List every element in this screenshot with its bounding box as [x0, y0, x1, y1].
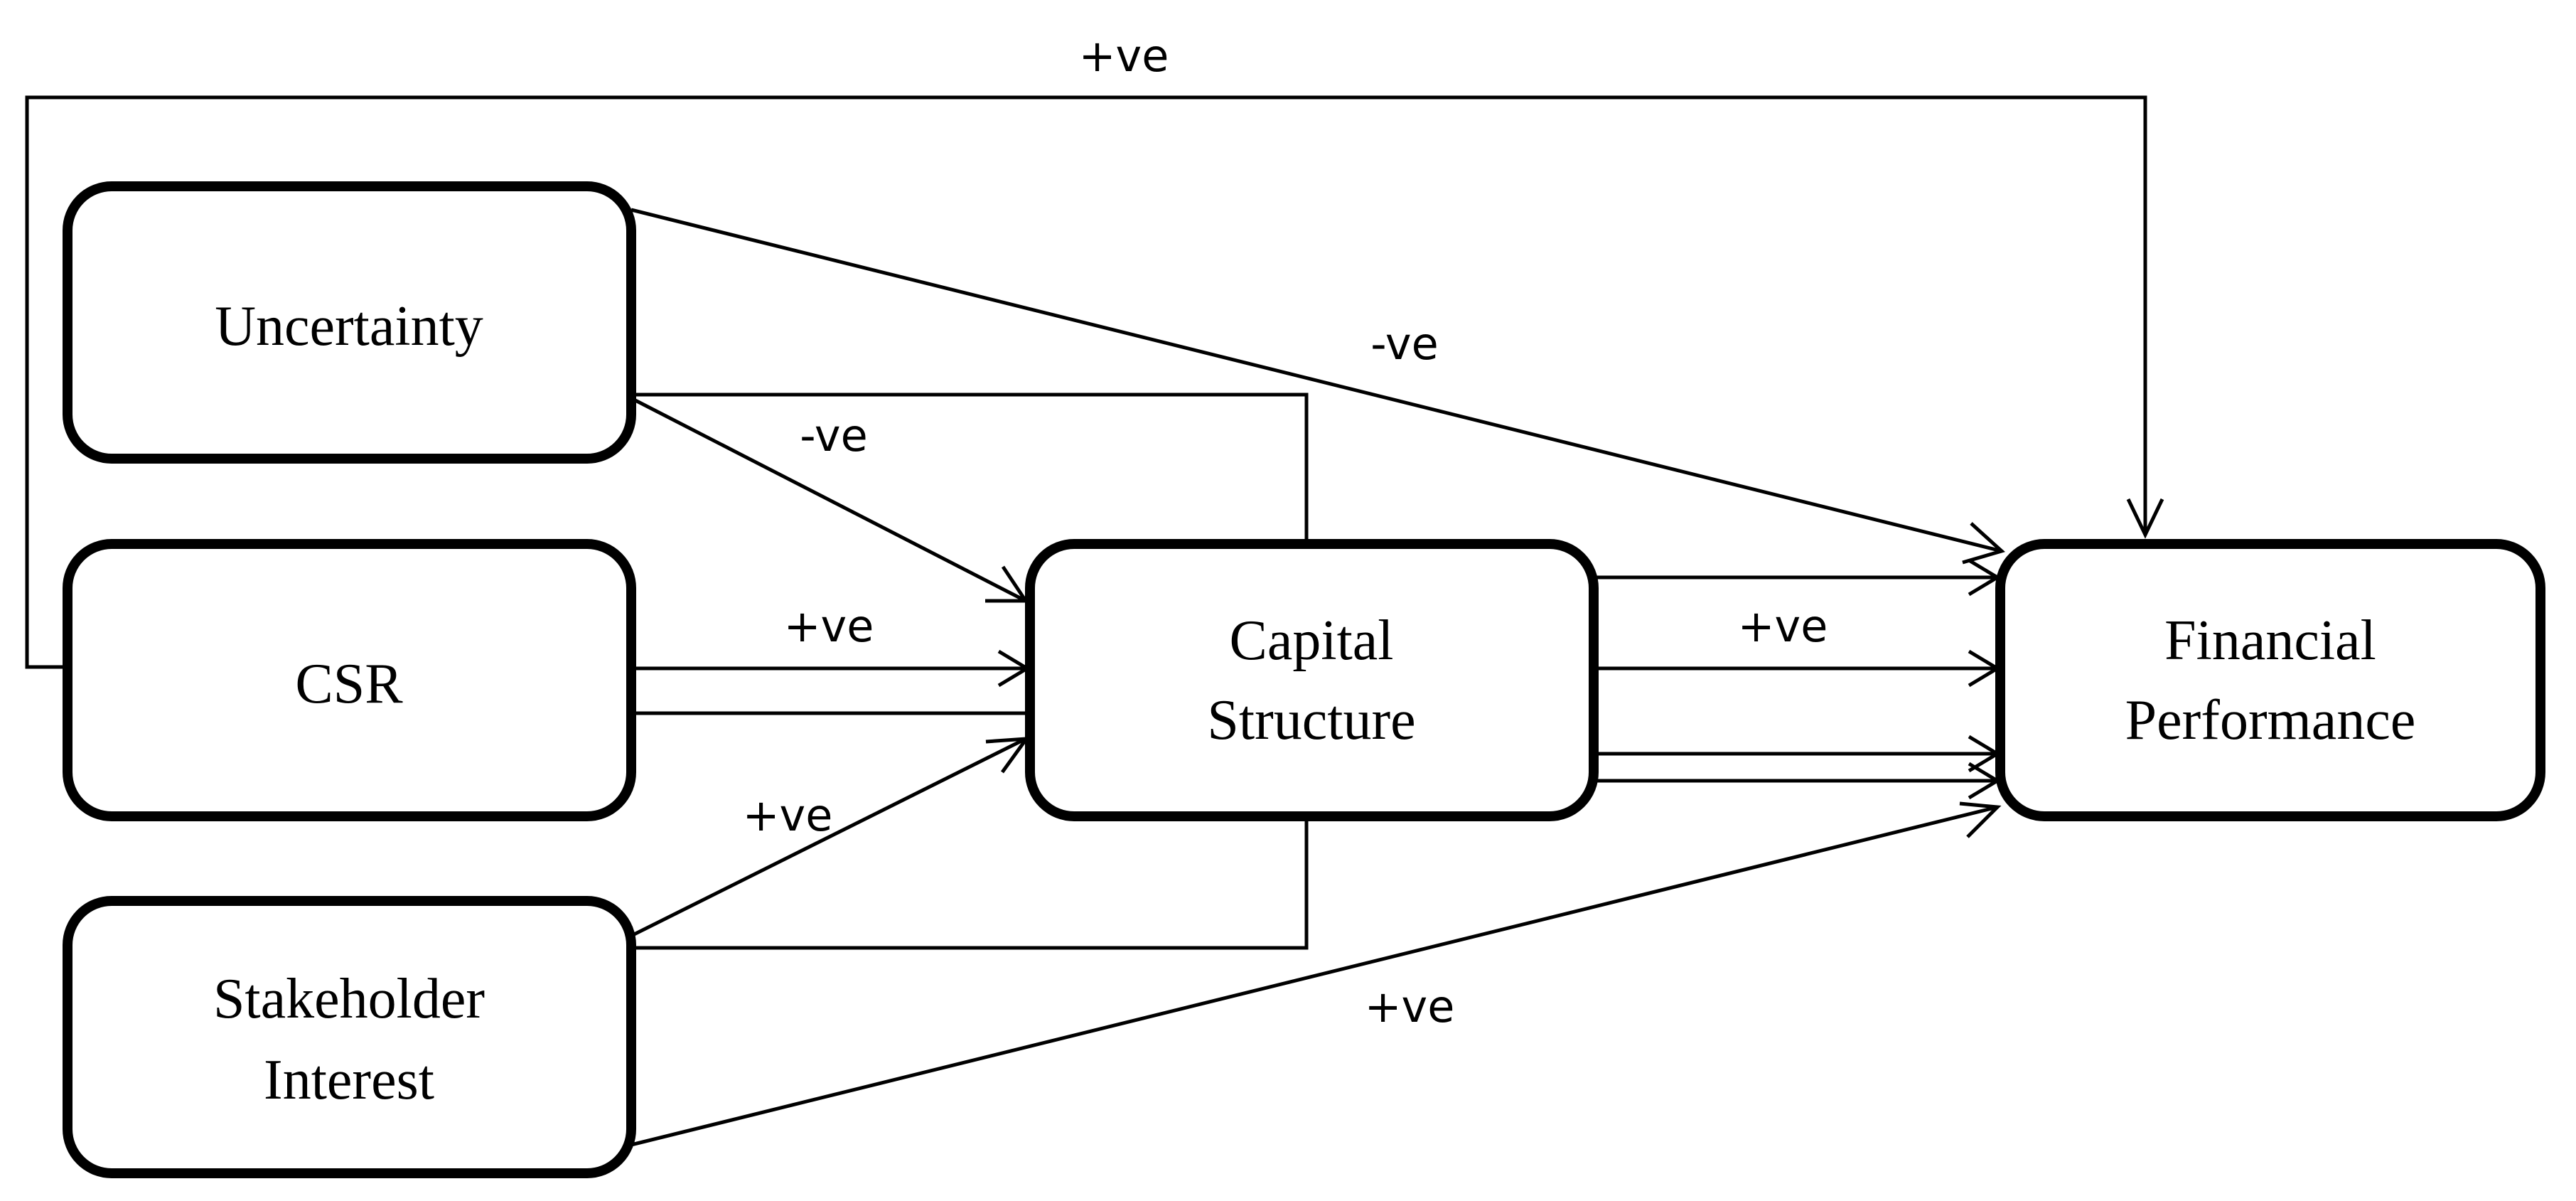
edge-label-stakeholder-to-financial-performance: +ve [1365, 981, 1455, 1032]
node-financial-performance: Financial Performance [1995, 539, 2545, 821]
arrowhead-icon [1962, 522, 2005, 565]
edge-label-uncertainty-to-capital-structure: -ve [800, 410, 868, 461]
node-csr: CSR [63, 539, 636, 821]
arrowhead-icon [1959, 801, 2002, 838]
edge-stakeholder-to-financial-performance [630, 801, 2002, 1147]
node-financial-performance-label-line-1: Financial [2164, 609, 2376, 672]
node-stakeholder-interest-label-line-1: Stakeholder [213, 968, 485, 1030]
node-financial-performance-label-line-2: Performance [2125, 689, 2416, 752]
node-stakeholder-interest-label-line-2: Interest [264, 1049, 434, 1111]
edge-label-capital-structure-to-financial-performance: +ve [1738, 600, 1828, 652]
edge-label-uncertainty-to-financial-performance: -ve [1370, 318, 1439, 370]
arrowhead-icon [2126, 498, 2164, 539]
edge-csr-to-financial-performance-top [25, 95, 2164, 669]
node-capital-structure: Capital Structure [1025, 539, 1599, 821]
edge-capital-structure-to-financial-performance [1595, 649, 2001, 688]
edge-label-csr-to-capital-structure: +ve [784, 600, 874, 652]
edge-label-stakeholder-to-capital-structure: +ve [743, 789, 833, 841]
edge-csr-to-capital-structure [631, 649, 1031, 688]
edge-uncertainty-to-financial-performance [630, 208, 2005, 565]
edge-label-csr-to-financial-performance-top: +ve [1079, 30, 1169, 82]
node-capital-structure-label-line-1: Capital [1229, 609, 1393, 672]
node-capital-structure-label-line-2: Structure [1207, 689, 1415, 752]
node-uncertainty-label: Uncertainty [215, 295, 483, 358]
node-csr-label: CSR [295, 653, 403, 715]
node-uncertainty: Uncertainty [63, 181, 636, 464]
node-stakeholder-interest: Stakeholder Interest [63, 896, 636, 1178]
